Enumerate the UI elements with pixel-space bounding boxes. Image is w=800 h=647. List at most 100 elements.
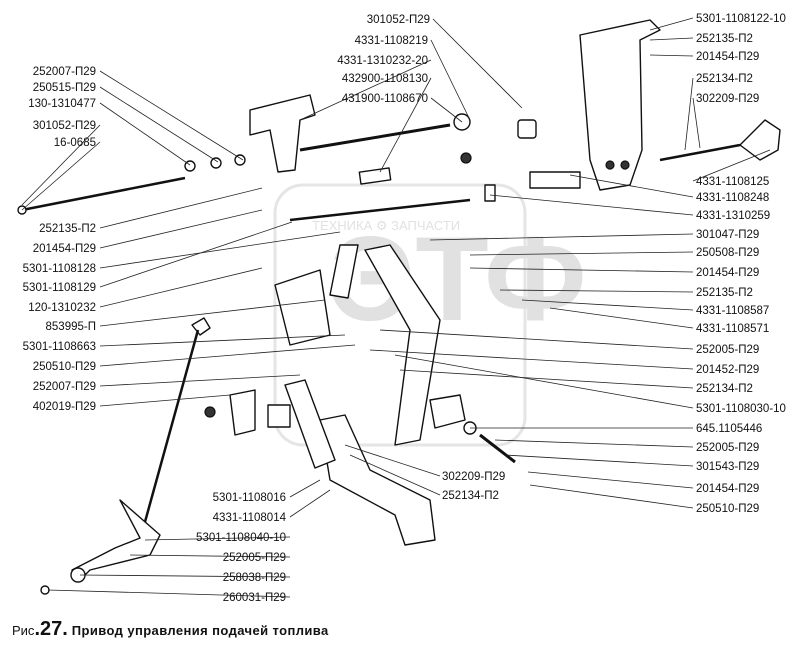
part-number-label: 4331-1108248	[696, 192, 769, 204]
plate-hole-1	[605, 160, 615, 170]
leader-line	[549, 307, 694, 329]
part-number-label: 5301-1108128	[23, 263, 96, 275]
leader-line	[99, 267, 263, 308]
middle-rod	[289, 198, 471, 222]
leader-line	[494, 439, 694, 448]
vertical-rod	[138, 329, 200, 541]
leader-line	[21, 141, 101, 211]
part-number-label: 250515-П29	[33, 82, 96, 94]
box-bracket	[274, 269, 331, 346]
part-number-label: 301543-П29	[696, 461, 759, 473]
part-number-label: 853995-П	[46, 321, 96, 333]
caption-prefix: Рис	[12, 623, 35, 638]
part-number-label: 4331-1108587	[696, 305, 769, 317]
part-number-label: 402019-П29	[33, 401, 96, 413]
leader-line	[289, 489, 331, 518]
watermark: ЭТФ ТЕХНИКА ⚙ ЗАПЧАСТИ	[273, 183, 587, 447]
leader-line	[344, 444, 441, 477]
leader-line	[79, 574, 291, 578]
part-number-label: 252005-П29	[223, 552, 286, 564]
part-number-label: 5301-1108129	[23, 282, 96, 294]
part-number-label: 252135-П2	[696, 287, 753, 299]
part-number-label: 252007-П29	[33, 66, 96, 78]
leader-line	[99, 86, 219, 163]
part-number-label: 5301-1108040-10	[196, 532, 286, 544]
leader-line	[432, 18, 523, 109]
upper-bracket	[249, 94, 316, 173]
watermark-text: ТЕХНИКА ⚙ ЗАПЧАСТИ	[312, 218, 460, 233]
pedal-lever	[364, 244, 441, 446]
nut-a	[210, 157, 222, 169]
small-nut	[460, 152, 472, 164]
leader-line	[289, 479, 321, 498]
part-number-label: 301047-П29	[696, 229, 759, 241]
leader-line	[129, 554, 291, 558]
lower-block	[267, 404, 291, 428]
part-number-label: 252134-П2	[442, 490, 499, 502]
spring-left	[329, 244, 359, 299]
watermark-logo-text: ЭТФ	[330, 212, 587, 346]
leader-line	[569, 174, 694, 198]
leader-line	[527, 471, 694, 489]
leader-line	[99, 394, 231, 407]
part-number-label: 301052-П29	[33, 120, 96, 132]
accelerator-pedal	[319, 414, 436, 546]
leader-line	[649, 54, 694, 57]
leader-line	[369, 349, 694, 370]
leader-line	[99, 102, 191, 166]
part-number-label: 4331-1108571	[696, 323, 769, 335]
part-number-label: 4331-1108219	[355, 35, 428, 47]
part-number-label: 201454-П29	[696, 51, 759, 63]
leader-line	[99, 231, 341, 269]
leader-line	[399, 369, 694, 389]
part-number-label: 252005-П29	[696, 344, 759, 356]
leader-line	[529, 484, 694, 509]
part-number-label: 130-1310477	[28, 98, 96, 110]
leader-line	[521, 299, 694, 311]
plate-hole-2	[620, 160, 630, 170]
leader-line	[144, 536, 291, 541]
leader-line	[429, 233, 694, 241]
leader-line	[499, 289, 694, 293]
leader-line	[21, 124, 101, 206]
part-number-label: 252135-П2	[696, 33, 753, 45]
leader-line	[394, 354, 694, 409]
part-number-label: 201454-П29	[696, 483, 759, 495]
leader-line	[99, 187, 263, 229]
part-number-label: 4331-1108014	[213, 512, 287, 524]
part-number-label: 4331-1310232-20	[337, 55, 428, 67]
part-number-label: 301052-П29	[367, 14, 430, 26]
mounting-plate	[579, 19, 661, 191]
leader-line	[99, 70, 244, 161]
leader-line	[649, 17, 694, 31]
stop-bolt	[479, 433, 516, 464]
knob-screw	[659, 143, 741, 162]
leader-line	[379, 77, 432, 173]
part-number-label: 4331-1310259	[696, 210, 770, 222]
part-number-label: 201454-П29	[696, 267, 759, 279]
part-number-label: 250510-П29	[33, 361, 96, 373]
part-number-label: 431900-1108670	[342, 93, 428, 105]
part-labels: 252007-П29 250515-П29 130-1310477 301052-П2…	[21, 13, 786, 604]
ball-joint-cap	[517, 119, 537, 139]
part-number-label: 252134-П2	[696, 73, 753, 85]
parts	[17, 19, 781, 595]
part-number-label: 252005-П29	[696, 442, 759, 454]
part-number-label: 201452-П29	[696, 364, 759, 376]
clip-plate	[358, 167, 392, 185]
part-number-label: 5301-1108030-10	[696, 403, 786, 415]
leader-line	[47, 589, 291, 598]
pedal-bracket	[284, 379, 336, 469]
part-number-label: 432900-1108130	[342, 73, 428, 85]
part-number-label: 5301-1108016	[213, 492, 286, 504]
part-number-label: 302209-П29	[442, 471, 505, 483]
small-clip	[484, 184, 496, 202]
leader-line	[430, 39, 471, 121]
figure-caption: Рис.27. Привод управления подачей топлив…	[12, 618, 329, 641]
part-number-label: 252134-П2	[696, 383, 753, 395]
caption-title: Привод управления подачей топлива	[67, 623, 329, 638]
leader-line	[99, 334, 346, 347]
leader-line	[692, 149, 771, 182]
